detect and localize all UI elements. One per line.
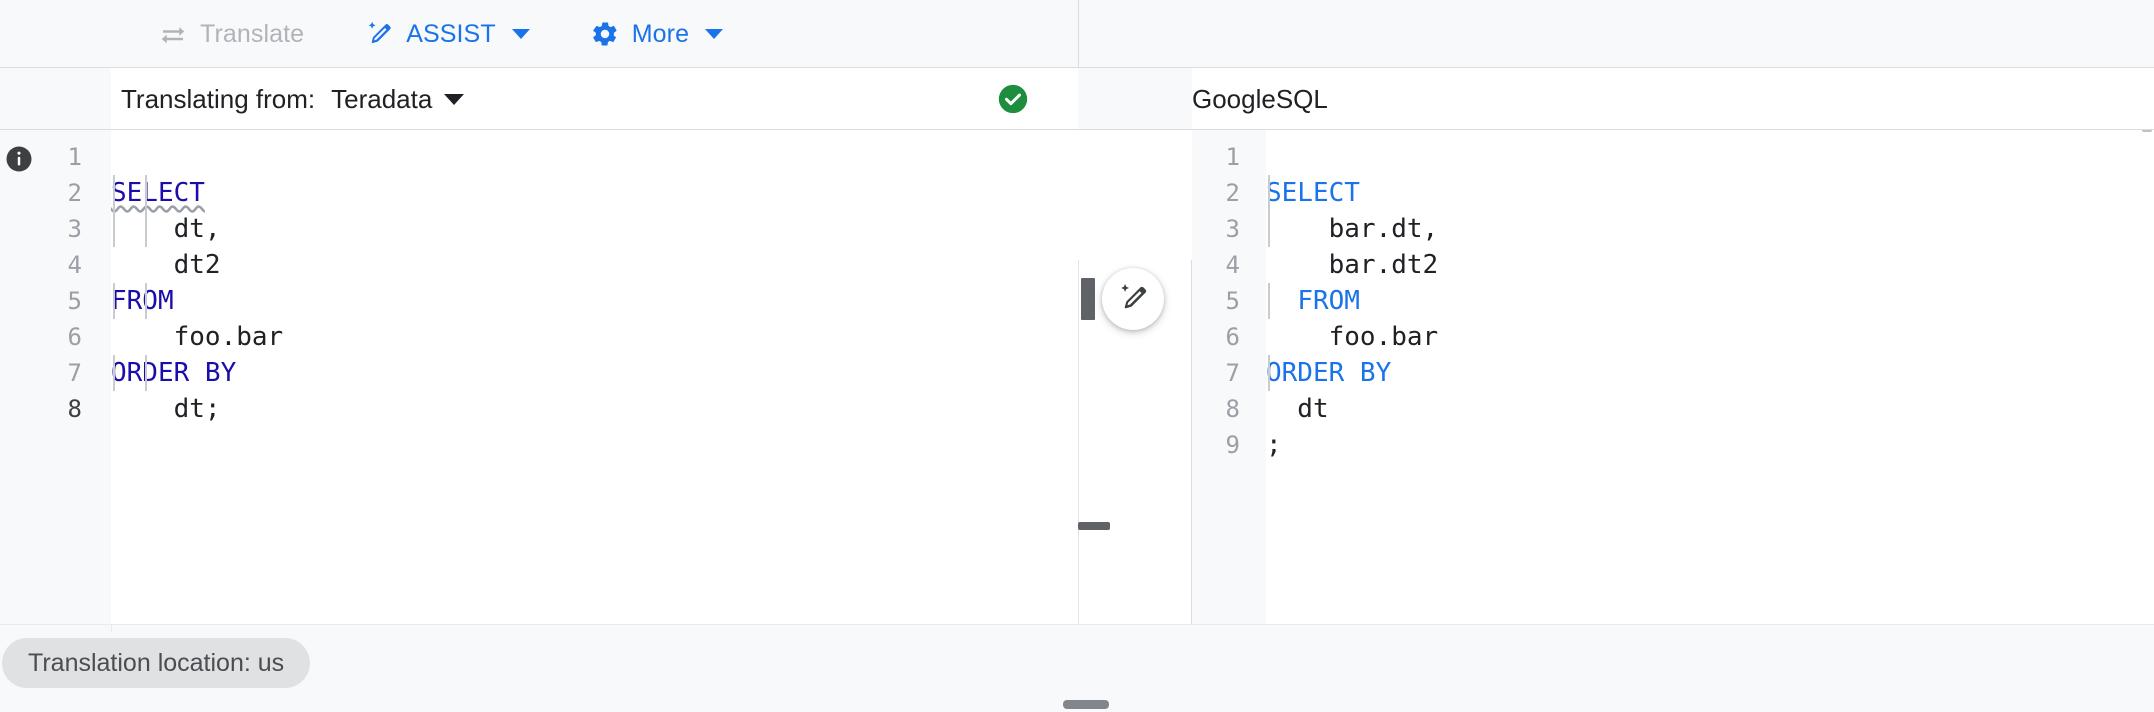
line-number: 1: [1225, 143, 1240, 171]
split-line-left: [1078, 260, 1079, 712]
code-line: bar.dt2: [1266, 250, 1439, 280]
toolbar-bottom-border: [0, 67, 2154, 68]
magic-pen-icon: [1116, 281, 1150, 318]
code-line: [1266, 466, 1282, 496]
source-line-numbers: 1 2 3 4 5 6 7 8: [0, 139, 82, 427]
target-code-editor[interactable]: 1 2 3 4 5 6 7 8 9 SELECT bar.dt, bar.dt2 FROM fo…: [1192, 130, 2154, 624]
indent-guide: [1268, 283, 1270, 319]
pane-edge-marker: [111, 624, 112, 632]
line-number: 5: [1225, 287, 1240, 315]
line-number: 3: [1225, 215, 1240, 243]
translation-location-chip[interactable]: Translation location: us: [2, 638, 311, 688]
code-line: foo.bar: [111, 322, 284, 352]
code-line: [111, 430, 127, 460]
more-button[interactable]: More: [580, 11, 733, 57]
translation-status-badge: [996, 82, 1030, 116]
code-line: dt: [1266, 394, 1329, 424]
target-gutter: [1192, 130, 1266, 624]
line-number: 8: [67, 395, 82, 423]
toolbar-left-group: Translate ASSIST More: [0, 0, 1078, 68]
source-dialect-value: Teradata: [331, 83, 433, 114]
indent-guide: [1268, 175, 1270, 247]
code-line: bar.dt,: [1266, 214, 1439, 244]
target-dialect-label: GoogleSQL: [1192, 83, 1328, 114]
line-number: 8: [1225, 395, 1240, 423]
line-number: 4: [67, 251, 82, 279]
line-number: 2: [67, 179, 82, 207]
translating-from-label: Translating from:: [121, 83, 316, 114]
toolbar-vertical-divider: [1078, 0, 1079, 68]
code-line: dt,: [111, 214, 221, 244]
source-gutter: [0, 130, 111, 624]
indent-guide: [113, 355, 115, 391]
split-line-right: [1191, 260, 1192, 712]
line-number: 9: [1225, 431, 1240, 459]
code-line: FROM: [111, 286, 174, 316]
translate-button-label: Translate: [200, 19, 305, 48]
assist-left-button-label: ASSIST: [406, 19, 496, 48]
editor-scroll-marker[interactable]: [2142, 130, 2152, 132]
code-line: dt;: [111, 394, 221, 424]
chevron-down-icon: [705, 29, 724, 39]
line-number: 1: [67, 143, 82, 171]
code-line: SELECT: [111, 178, 205, 208]
indent-guide: [113, 175, 115, 247]
chevron-down-icon: [511, 29, 530, 39]
indent-guide: [145, 283, 147, 319]
line-number: 7: [67, 359, 82, 387]
swap-horizontal-icon: [158, 19, 188, 49]
target-code-text[interactable]: SELECT bar.dt, bar.dt2 FROM foo.bar ORDE…: [1266, 139, 1438, 499]
line-number: 3: [67, 215, 82, 243]
indent-guide: [113, 283, 115, 319]
divider-header-gutter: [1078, 68, 1192, 130]
assist-left-button[interactable]: ASSIST: [354, 11, 540, 57]
status-bar-top-border: [0, 624, 2154, 625]
source-dialect-header: Translating from: Teradata: [111, 68, 1078, 130]
dialect-header-row: Translating from: Teradata GoogleSQL: [0, 68, 2154, 198]
source-header-gutter: [0, 68, 111, 130]
column-resize-handle[interactable]: [1081, 278, 1095, 320]
translate-button[interactable]: Translate: [148, 11, 314, 57]
indent-guide: [145, 175, 147, 247]
column-resize-handle[interactable]: [1078, 522, 1110, 530]
code-line: ORDER BY: [111, 358, 237, 388]
code-line: ;: [1266, 430, 1282, 460]
info-filled-icon[interactable]: [4, 144, 34, 174]
code-line: FROM: [1297, 286, 1360, 316]
target-dialect-header: GoogleSQL: [1192, 68, 2154, 130]
row-resize-handle[interactable]: [1063, 700, 1109, 709]
line-number: 4: [1225, 251, 1240, 279]
source-code-text[interactable]: SELECT dt, dt2 FROM foo.bar ORDER BY dt;: [111, 139, 283, 463]
chevron-down-icon: [444, 93, 465, 105]
magic-pen-icon: [364, 19, 394, 49]
line-number: 7: [1225, 359, 1240, 387]
gear-icon: [590, 19, 620, 49]
code-line: dt2: [111, 250, 221, 280]
toolbar-right-group: Run ASSIST: [1078, 0, 2154, 68]
source-dialect-select[interactable]: Teradata: [331, 83, 465, 115]
target-line-numbers: 1 2 3 4 5 6 7 8 9: [1192, 139, 1240, 463]
indent-guide: [1268, 355, 1270, 391]
line-number: 2: [1225, 179, 1240, 207]
subheader-bottom-border: [0, 129, 2154, 130]
assist-fab-button[interactable]: [1102, 268, 1164, 330]
more-button-label: More: [631, 19, 690, 48]
source-code-editor[interactable]: 1 2 3 4 5 6 7 8 SELECT dt, dt2 FROM foo.bar ORD…: [0, 130, 1078, 624]
status-bar: Translation location: us: [0, 624, 2154, 712]
indent-guide: [145, 355, 147, 391]
line-number: 6: [67, 323, 82, 351]
code-line: ORDER BY: [1266, 358, 1392, 388]
top-toolbar: Translate ASSIST More: [0, 0, 2154, 68]
line-number: 6: [1225, 323, 1240, 351]
code-line: foo.bar: [1266, 322, 1439, 352]
code-line: SELECT: [1266, 178, 1360, 208]
line-number: 5: [67, 287, 82, 315]
